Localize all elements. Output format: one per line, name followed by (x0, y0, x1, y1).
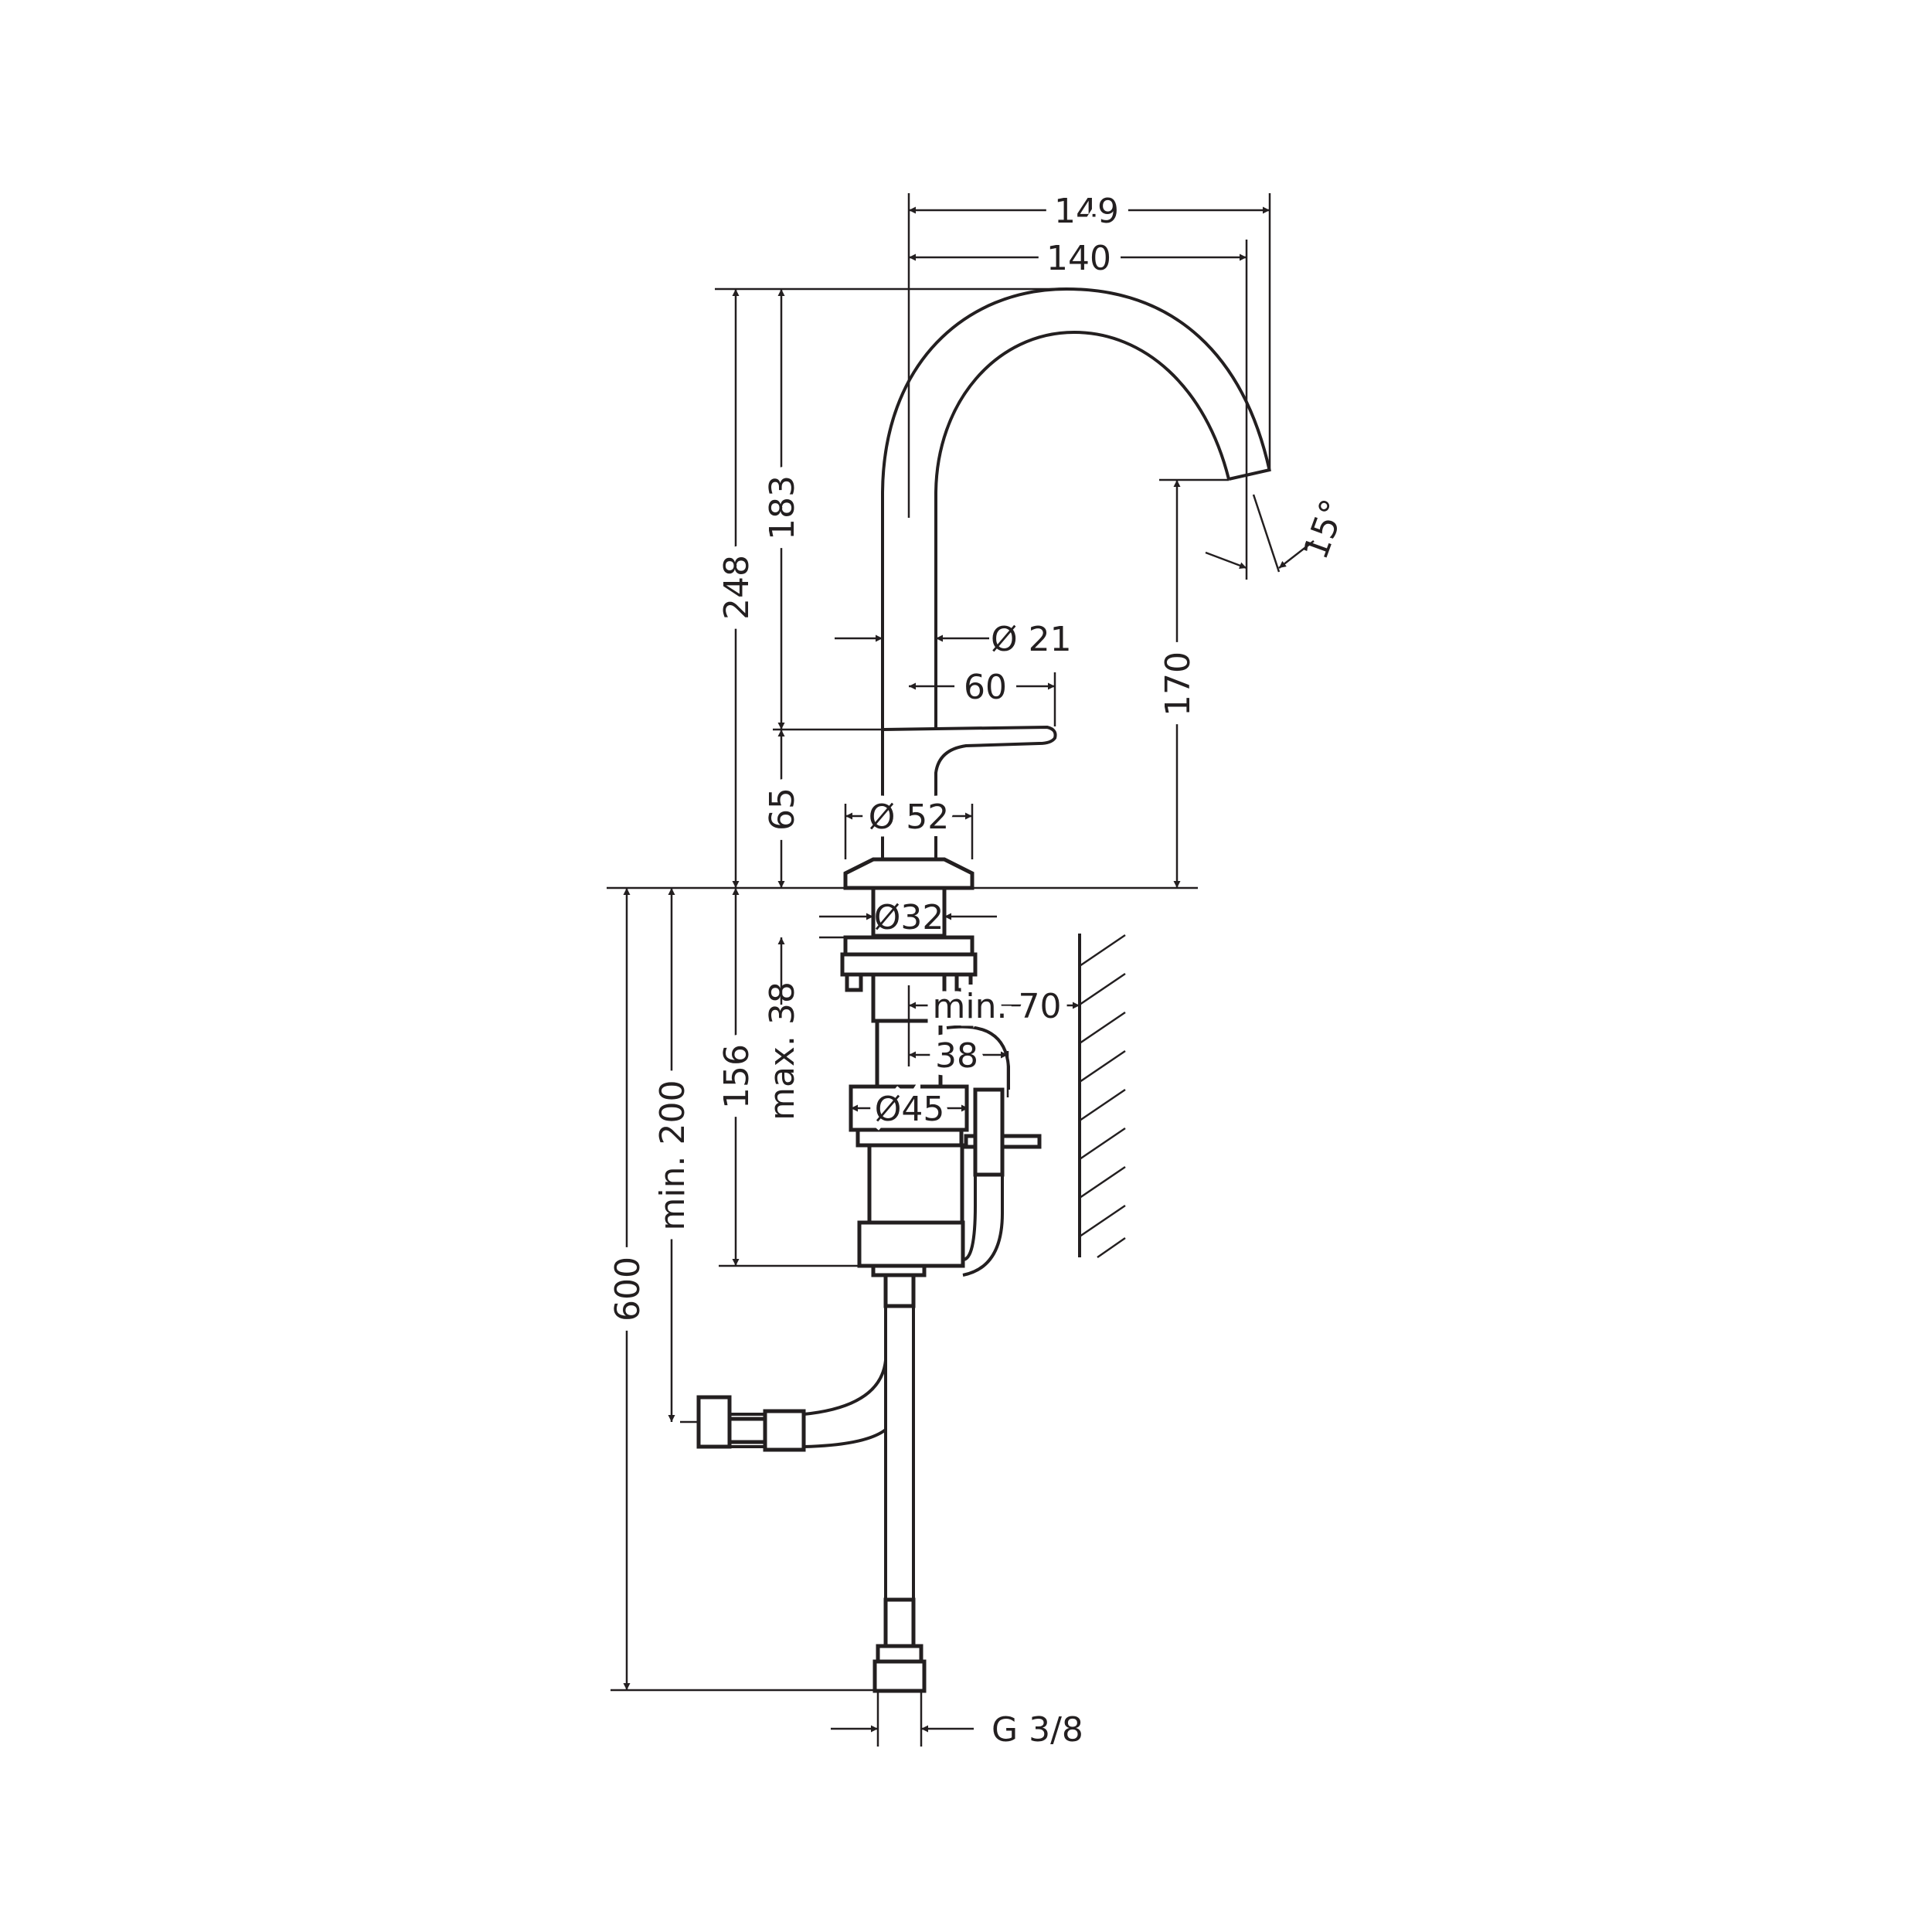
label-min-200: min. 200 (653, 1080, 692, 1231)
label-140: 140 (1046, 239, 1111, 278)
label-156: 156 (717, 1044, 757, 1109)
label-15-degrees: 15° (1296, 495, 1354, 565)
label-65: 65 (763, 787, 802, 831)
label-149: 149 (1054, 192, 1119, 231)
supply-hose (696, 1264, 927, 1693)
label-max-38: max. 38 (763, 981, 802, 1121)
faucet-spout (881, 287, 1271, 730)
label-diameter-45: Ø45 (875, 1090, 945, 1129)
extension-lines (607, 193, 1281, 1747)
label-248: 248 (717, 555, 757, 620)
label-diameter-32: Ø32 (874, 898, 944, 937)
dimension-labels: 149 140 248 183 65 170 15° Ø 21 60 Ø 52 … (597, 180, 1354, 1750)
label-183: 183 (763, 475, 802, 540)
label-min-70: min. 70 (933, 987, 1062, 1026)
dimension-lines (623, 206, 1315, 1733)
wall-hatch (1078, 934, 1126, 1259)
label-600: 600 (608, 1257, 648, 1321)
label-diameter-52: Ø 52 (869, 798, 950, 837)
label-170: 170 (1158, 651, 1198, 716)
label-60: 60 (964, 668, 1007, 707)
faucet-lever (881, 725, 1057, 862)
label-diameter-21: Ø 21 (991, 620, 1072, 659)
label-g-3-8: G 3/8 (992, 1710, 1083, 1750)
label-38: 38 (935, 1036, 978, 1076)
